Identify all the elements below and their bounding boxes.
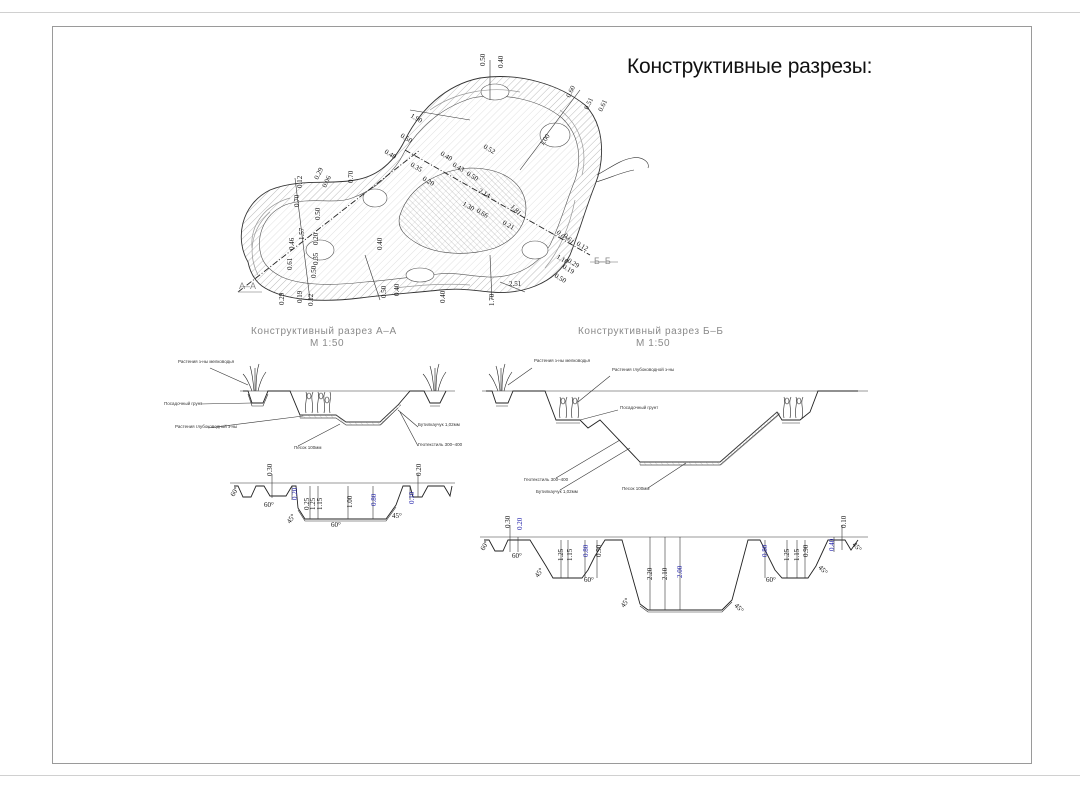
- bb-angle: 45°: [619, 596, 631, 609]
- section-mark-aa: А–А: [239, 281, 256, 291]
- bb-angle: 45°: [851, 541, 864, 554]
- plan-dim: 0.40: [393, 283, 401, 296]
- plan-dim: 0.50: [314, 207, 322, 220]
- bb-angle: 60°: [766, 576, 776, 584]
- bb-dim: 2.20: [646, 567, 654, 580]
- plan-dim: 0.29: [278, 292, 286, 305]
- aa-dim: 1.25: [309, 497, 317, 510]
- sheet-outer-border: [0, 12, 1080, 776]
- plan-dim: 0.50: [310, 265, 318, 278]
- plan-dim: 0.70: [293, 194, 301, 207]
- aa-dim: 0.30: [266, 463, 274, 476]
- plan-dim: 0.12: [575, 240, 590, 253]
- plan-dim: 0.70: [347, 170, 355, 183]
- plan-dim: 0.12: [296, 175, 304, 188]
- aa-angle: 45°: [285, 512, 297, 525]
- aa-angle: 60°: [229, 485, 241, 498]
- deep-plant-icon: [559, 396, 580, 419]
- page-title: Конструктивные разрезы:: [627, 55, 873, 78]
- bb-dim: 1.15: [793, 548, 801, 561]
- bb-label: Посадочный грунт: [620, 404, 658, 410]
- aa-angle: 60°: [264, 501, 274, 509]
- plan-dim: 0.50: [553, 272, 568, 285]
- aa-label: Песок 100мм: [294, 445, 321, 450]
- aa-dim-blue: 0.20: [291, 487, 299, 500]
- plan-dim: 0.19: [296, 290, 304, 303]
- section-bb-scale: М 1:50: [636, 338, 670, 349]
- plan-dim: 0.40: [376, 237, 384, 250]
- bb-dim: 1.15: [566, 548, 574, 561]
- aa-label: Растения з-ны мелководья: [178, 359, 235, 364]
- bb-angle: 60°: [584, 576, 594, 584]
- aa-dim: 0.25: [303, 497, 311, 510]
- plan-dim: 0.50: [380, 285, 388, 298]
- bb-angle: 45°: [733, 602, 746, 615]
- bb-angle: 60°: [479, 539, 491, 552]
- plan-dim: 2.51: [509, 280, 522, 288]
- deep-plant-icon: [783, 396, 804, 419]
- plan-dim: 0.40: [497, 55, 505, 68]
- bb-dim: 0.10: [840, 515, 848, 528]
- plan-dim: 1.57: [298, 227, 306, 240]
- aa-dim-blue: 0.10: [408, 491, 416, 504]
- aa-dim: 1.15: [316, 497, 324, 510]
- bb-label: Песок 100мм: [622, 486, 649, 491]
- bb-dim: 0.90: [802, 544, 810, 557]
- aa-label: Посадочный грунт: [164, 400, 202, 406]
- bb-dim: 0.30: [504, 515, 512, 528]
- bb-label: Геотекстиль 300–400: [524, 477, 569, 482]
- bb-dim: 0.90: [595, 544, 603, 557]
- section-bb-caption: Конструктивный разрез Б–Б: [578, 326, 724, 337]
- bb-label: Растения з-ны мелководья: [534, 358, 591, 363]
- section-bb-profile: [480, 525, 868, 613]
- section-bb-detail: [482, 363, 868, 491]
- section-aa-detail: [199, 363, 455, 447]
- bb-dim: 1.25: [557, 548, 565, 561]
- bb-dim-blue: 0.80: [761, 544, 769, 557]
- section-aa-caption: Конструктивный разрез А–А: [251, 326, 397, 337]
- bb-label: Бутилкаучук 1,02мм: [536, 489, 578, 494]
- aa-dim-blue: 0.80: [370, 493, 378, 506]
- section-mark-bb: Б–Б: [594, 256, 611, 266]
- reed-plant-icon: [242, 363, 267, 392]
- section-aa-scale: М 1:50: [310, 338, 344, 349]
- plan-dim: 0.12: [307, 293, 315, 306]
- plan-dim: 0.50: [479, 53, 487, 66]
- bb-angle: 60°: [512, 552, 522, 560]
- pond-plan: [237, 60, 649, 301]
- aa-dim: 1.00: [346, 495, 354, 508]
- deep-plant-icon: [305, 391, 331, 414]
- plan-dim: 1.70: [488, 293, 496, 306]
- reed-plant-icon: [488, 363, 513, 392]
- bb-dim-blue: 0.20: [516, 517, 524, 530]
- aa-label: Геотекстиль 300–400: [418, 442, 463, 447]
- plan-dim: 0.61: [286, 257, 294, 270]
- bb-dim-blue: 2.00: [676, 565, 684, 578]
- aa-angle: 60°: [331, 521, 341, 529]
- plan-dim: 0.20: [312, 232, 320, 245]
- plan-dim: 0.46: [288, 237, 296, 250]
- plan-dim: 0.51: [583, 96, 596, 111]
- drawing-frame: [52, 26, 1032, 764]
- plan-dim: 0.61: [597, 98, 610, 113]
- bb-angle: 45°: [817, 564, 830, 577]
- reed-plant-icon: [422, 363, 447, 392]
- bb-dim-blue: 0.40: [828, 538, 836, 551]
- plan-dim: 0.35: [312, 252, 320, 265]
- bb-angle: 45°: [533, 566, 545, 579]
- aa-label: Растения глубоководной з-ны: [175, 423, 237, 429]
- aa-angle: 45°: [392, 512, 402, 520]
- section-aa-profile: [230, 474, 455, 522]
- plan-dim: 0.40: [439, 290, 447, 303]
- bb-dim: 2.10: [661, 567, 669, 580]
- bb-dim-blue: 0.80: [582, 544, 590, 557]
- aa-label: Бутилкаучук 1,02мм: [418, 422, 460, 427]
- bb-dim: 1.25: [783, 548, 791, 561]
- aa-dim: 0.20: [415, 463, 423, 476]
- bb-label: Растения глубоководной з-ны: [612, 366, 674, 372]
